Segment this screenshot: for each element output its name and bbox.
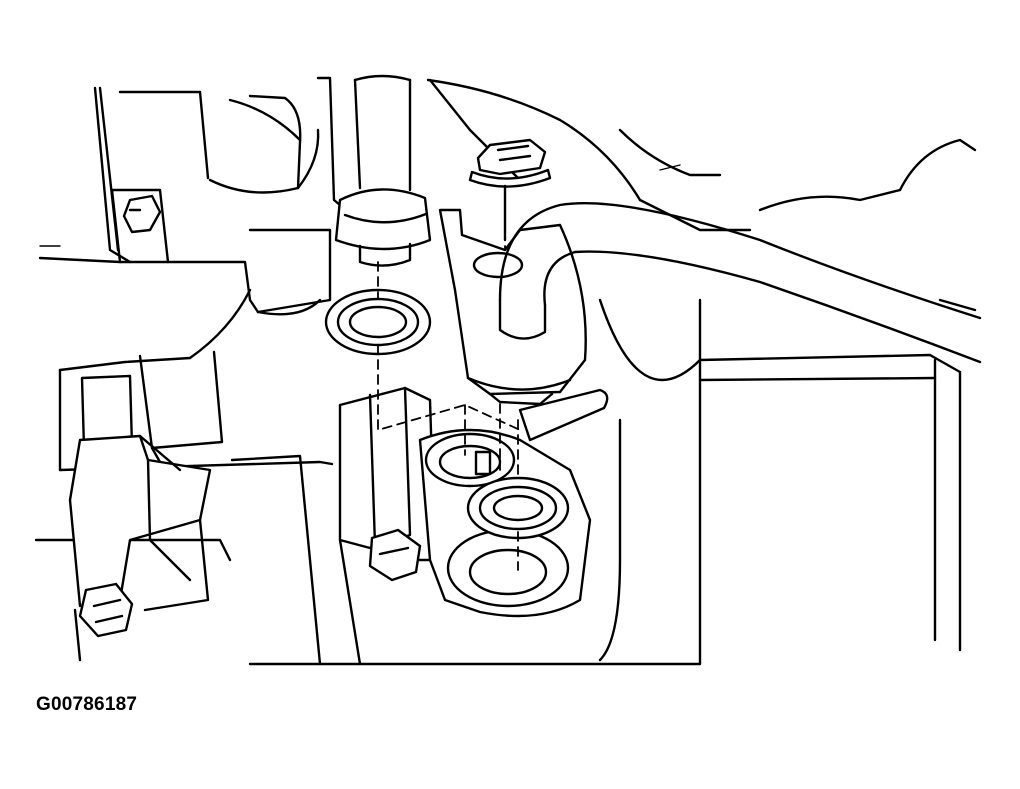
- assembly-guide-lines: [377, 185, 521, 571]
- sealing-washer-right: [466, 476, 570, 540]
- figure-id-label: G00786187: [36, 694, 138, 715]
- center-mounting-bracket: [338, 386, 437, 666]
- cooler-line-left: [353, 74, 412, 192]
- support-bracket-left: [68, 434, 212, 662]
- hex-bolt-center: [368, 528, 422, 582]
- mounting-plate: [418, 428, 592, 618]
- tube-nut-left: [334, 188, 432, 267]
- cooler-line-right: [498, 202, 982, 364]
- flange-bolt: [468, 138, 552, 242]
- transmission-housing: [34, 76, 977, 666]
- bracket-bolt-left-upper: [122, 194, 162, 234]
- hex-bolt-lower-left: [78, 582, 134, 638]
- retaining-tab: [518, 388, 609, 442]
